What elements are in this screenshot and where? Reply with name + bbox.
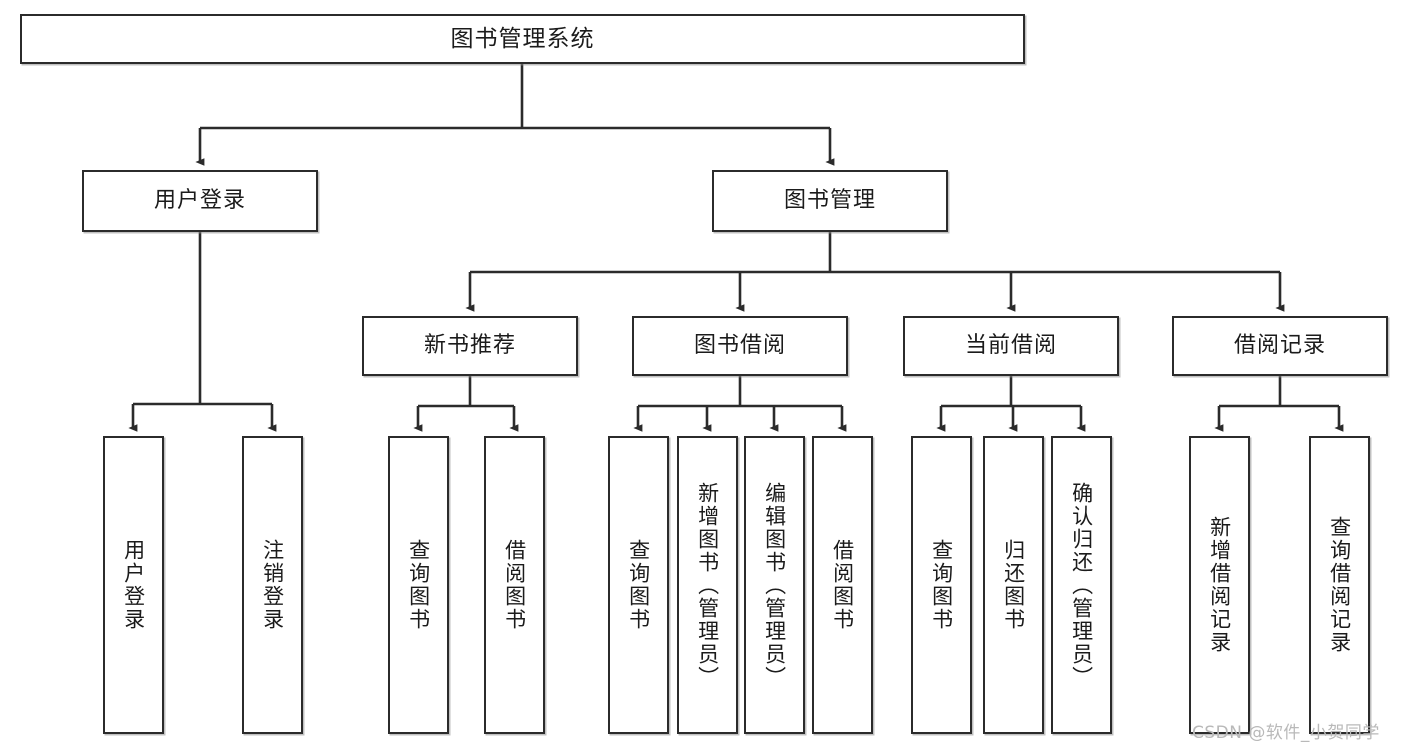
node-new-book-recommend[interactable]: 新书推荐 (362, 316, 578, 376)
node-book-borrow[interactable]: 图书借阅 (632, 316, 848, 376)
node-borrow-record[interactable]: 借阅记录 (1172, 316, 1388, 376)
node-leaf-confirm-return[interactable]: 确认归还（管理员） (1051, 436, 1112, 734)
node-leaf-query-book-cur[interactable]: 查询图书 (911, 436, 972, 734)
node-leaf-borrow-book-rec[interactable]: 借阅图书 (484, 436, 545, 734)
node-current-borrow[interactable]: 当前借阅 (903, 316, 1119, 376)
node-label-current-borrow: 当前借阅 (964, 333, 1057, 358)
node-label-leaf-borrow-book-rec: 借阅图书 (502, 539, 527, 631)
node-user-login[interactable]: 用户登录 (82, 170, 318, 232)
node-leaf-edit-book[interactable]: 编辑图书（管理员） (744, 436, 805, 734)
node-label-leaf-query-book-cur: 查询图书 (929, 539, 954, 631)
node-leaf-query-book-bor[interactable]: 查询图书 (608, 436, 669, 734)
node-label-leaf-borrow-book: 借阅图书 (830, 539, 855, 631)
node-leaf-query-book-rec[interactable]: 查询图书 (388, 436, 449, 734)
node-label-book-manage: 图书管理 (783, 188, 876, 213)
node-label-borrow-record: 借阅记录 (1233, 333, 1326, 358)
node-label-leaf-add-book: 新增图书（管理员） (695, 481, 720, 689)
node-label-leaf-logout: 注销登录 (260, 539, 285, 631)
node-leaf-query-record[interactable]: 查询借阅记录 (1309, 436, 1370, 734)
node-leaf-user-login[interactable]: 用户登录 (103, 436, 164, 734)
node-label-new-book-recommend: 新书推荐 (423, 333, 516, 358)
node-label-user-login: 用户登录 (153, 188, 246, 213)
node-label-book-borrow: 图书借阅 (693, 333, 786, 358)
node-leaf-borrow-book[interactable]: 借阅图书 (812, 436, 873, 734)
node-label-leaf-user-login: 用户登录 (121, 539, 146, 631)
node-label-leaf-confirm-return: 确认归还（管理员） (1069, 481, 1094, 689)
node-label-leaf-edit-book: 编辑图书（管理员） (762, 481, 787, 689)
node-label-leaf-query-record: 查询借阅记录 (1327, 516, 1352, 654)
node-label-root: 图书管理系统 (450, 25, 595, 52)
csdn-watermark: CSDN @软件_小贺同学 (1192, 723, 1380, 743)
node-leaf-return-book[interactable]: 归还图书 (983, 436, 1044, 734)
node-label-leaf-query-book-rec: 查询图书 (406, 539, 431, 631)
node-system-root[interactable]: 图书管理系统 (20, 14, 1025, 64)
node-leaf-add-book[interactable]: 新增图书（管理员） (677, 436, 738, 734)
node-label-leaf-add-record: 新增借阅记录 (1207, 516, 1232, 654)
node-label-leaf-query-book-bor: 查询图书 (626, 539, 651, 631)
node-book-manage[interactable]: 图书管理 (712, 170, 948, 232)
node-label-leaf-return-book: 归还图书 (1001, 539, 1026, 631)
node-leaf-add-record[interactable]: 新增借阅记录 (1189, 436, 1250, 734)
node-leaf-logout[interactable]: 注销登录 (242, 436, 303, 734)
